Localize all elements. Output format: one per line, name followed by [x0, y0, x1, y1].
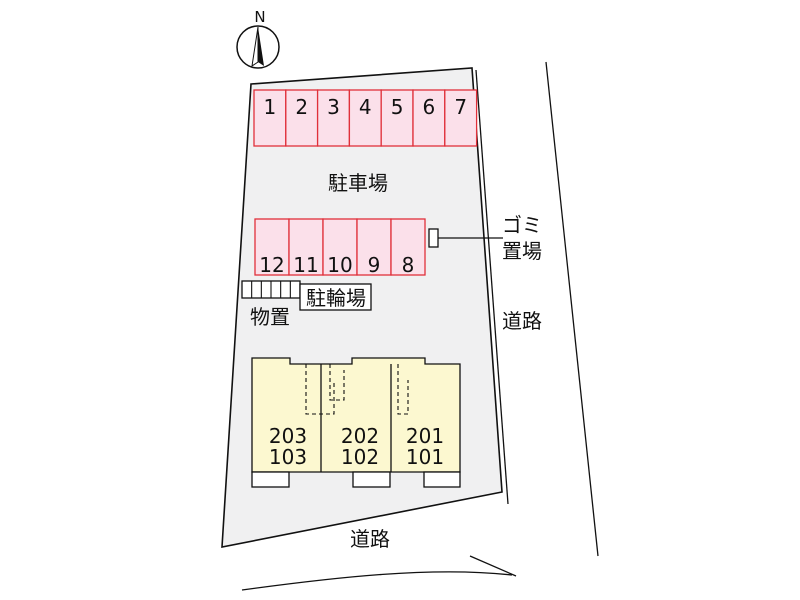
stair-dashed-1: [305, 364, 335, 415]
unit-202: 202: [341, 424, 379, 448]
parking-stall-number: 10: [327, 253, 352, 277]
parking-stall-12: [254, 218, 290, 276]
parking-stall-number: 1: [264, 95, 277, 119]
parking-stall-4: [348, 89, 382, 147]
unit-201: 201: [406, 424, 444, 448]
unit-203: 203: [269, 424, 307, 448]
stair-dashed-3: [397, 364, 409, 415]
parking-stall-number: 12: [259, 253, 284, 277]
parking-stall-2: [285, 89, 319, 147]
compass-needle-light: [251, 26, 259, 68]
apartment-building: 203 103 202 102 201 101: [251, 357, 461, 488]
trash-label-line2: 置場: [502, 239, 542, 263]
unit-101: 101: [406, 445, 444, 469]
east-road-label: 道路: [502, 309, 542, 333]
trash-station: ゴミ 置場: [428, 213, 542, 263]
parking-stall-number: 6: [423, 95, 436, 119]
bicycle-parking: 駐輪場: [241, 280, 372, 311]
unit-102: 102: [341, 445, 379, 469]
trash-label-line1: ゴミ: [502, 213, 542, 237]
south-road-label: 道路: [350, 527, 390, 551]
parking-stall-number: 2: [295, 95, 308, 119]
parking-stall-number: 4: [359, 95, 372, 119]
bicycle-label-box: [299, 283, 372, 311]
balcony-1: [251, 471, 290, 488]
compass-label: N: [254, 8, 265, 26]
parking-stall-number: 8: [402, 253, 415, 277]
parking-stall-8: [390, 218, 426, 276]
stair-dashed-2: [329, 364, 345, 401]
parking-stall-7: [444, 89, 478, 147]
parking-stall-5: [380, 89, 414, 147]
parking-stall-number: 11: [293, 253, 318, 277]
parking-stall-10: [322, 218, 358, 276]
balcony-3: [423, 471, 461, 488]
bicycle-label: 駐輪場: [306, 286, 366, 310]
parking-stall-1: [253, 89, 287, 147]
parking-label: 駐車場: [328, 171, 388, 195]
parking-stall-number: 5: [391, 95, 404, 119]
parking-stall-number: 9: [368, 253, 381, 277]
balcony-2: [352, 471, 391, 488]
east-road-line-right: [545, 61, 599, 557]
north-compass: N: [236, 8, 280, 69]
unit-103: 103: [269, 445, 307, 469]
parking-stall-3: [316, 89, 351, 147]
parking-stall-number: 7: [454, 95, 467, 119]
east-road-line-left: [475, 69, 509, 505]
storage-label: 物置: [250, 305, 290, 329]
south-road-edge: [469, 555, 517, 577]
compass-needle-dark: [258, 27, 264, 66]
trash-box: [428, 228, 439, 248]
south-road-line: [241, 571, 513, 591]
parking-stall-number: 3: [327, 95, 340, 119]
